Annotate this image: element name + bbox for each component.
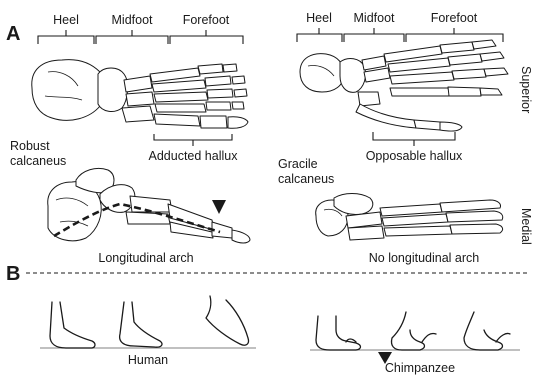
- chimpanzee-gait-sequence: [310, 312, 520, 350]
- human-forefoot-label: Forefoot: [183, 13, 230, 27]
- robust-calcaneus-label-line1: Robust: [10, 139, 50, 153]
- chimp-hallux-3: [496, 333, 510, 342]
- chimp-foot-medial-drawing: [316, 194, 503, 241]
- human-hallux-bracket: [154, 134, 232, 146]
- chimp-forefoot-label: Forefoot: [431, 11, 478, 25]
- chimpanzee-label: Chimpanzee: [385, 361, 455, 375]
- human-midfoot-label: Midfoot: [112, 13, 154, 27]
- no-longitudinal-arch-label: No longitudinal arch: [369, 251, 480, 265]
- medial-view-label: Medial: [519, 208, 533, 245]
- human-label: Human: [128, 353, 168, 367]
- human-foot-stance-3: [206, 296, 249, 345]
- human-heel-label: Heel: [53, 13, 79, 27]
- human-gait-sequence: [40, 296, 256, 348]
- panel-a-label: A: [6, 23, 20, 45]
- gracile-calcaneus-label-line1: Gracile: [278, 157, 318, 171]
- chimp-midfoot-label: Midfoot: [354, 11, 396, 25]
- human-foot-stance-1: [50, 302, 95, 348]
- chimp-foot-stance-2: [391, 312, 424, 350]
- chimp-foot-stance-3: [464, 312, 503, 350]
- panel-b-label: B: [6, 263, 20, 285]
- human-foot-superior-drawing: [32, 60, 248, 129]
- chimp-foot-superior-drawing: [300, 40, 508, 131]
- longitudinal-arch-label: Longitudinal arch: [98, 251, 193, 265]
- chimp-foot-stance-1: [316, 316, 361, 350]
- human-foot-stance-2: [120, 302, 162, 347]
- gracile-calcaneus-label-line2: calcaneus: [278, 172, 334, 186]
- robust-calcaneus-label-line2: calcaneus: [10, 154, 66, 168]
- superior-view-label: Superior: [519, 66, 533, 113]
- triangle-pointer-icon: [212, 200, 226, 214]
- chimp-heel-label: Heel: [306, 11, 332, 25]
- chimp-hallux-2: [422, 333, 436, 342]
- human-region-brackets: [38, 30, 243, 44]
- chimp-region-brackets: [297, 28, 503, 42]
- chimp-hallux-bracket: [373, 132, 455, 146]
- chimp-hallux-label: Opposable hallux: [366, 149, 463, 163]
- human-hallux-label: Adducted hallux: [149, 149, 239, 163]
